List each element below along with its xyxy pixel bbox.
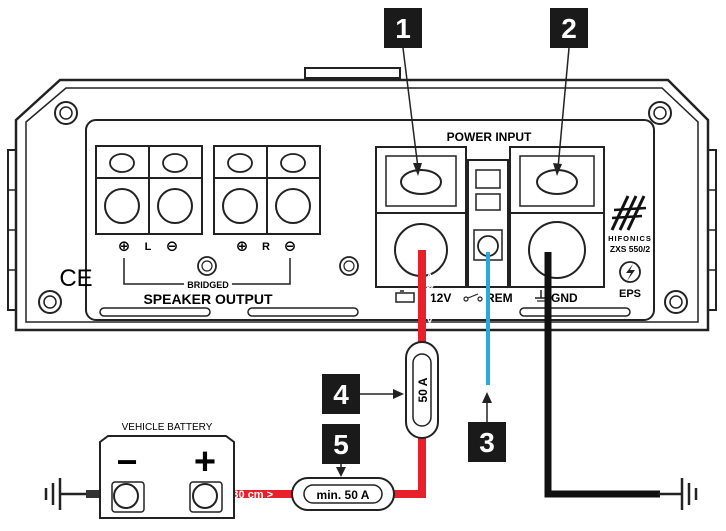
corner-screw-icon [54, 101, 78, 125]
speaker-terminal-block-left [95, 145, 203, 235]
power-terminal-gnd [509, 146, 605, 288]
fuse-main [291, 477, 395, 511]
power-input-label: POWER INPUT [447, 130, 532, 144]
vehicle-battery [99, 435, 235, 519]
callout-2-arrow [557, 47, 570, 169]
power-terminal-rem [467, 159, 509, 288]
terminal-gnd-label: GND [551, 291, 578, 305]
plus-icon: ⊕ [236, 238, 249, 255]
ground-symbol-left-icon [44, 478, 86, 510]
ground-wire-amplifier [544, 252, 660, 498]
eps-label: EPS [619, 288, 641, 300]
ce-mark-icon: CE [59, 265, 92, 292]
ground-symbol-right-icon [658, 478, 698, 510]
bridged-bracket [123, 258, 291, 285]
terminal-rem-label: REM [486, 291, 513, 305]
fuse-main-rating: min. 50 A [317, 488, 370, 502]
hifonics-logo-icon [610, 195, 647, 231]
corner-screw-icon [648, 101, 672, 125]
cable-length-vertical-label: < 30 cm > [423, 273, 435, 323]
callout-1: 1 [395, 13, 411, 44]
speaker-output-label: SPEAKER OUTPUT [143, 291, 273, 307]
callout-box-4 [322, 374, 360, 414]
bridged-label: BRIDGED [187, 280, 229, 290]
plus-icon: ⊕ [118, 238, 131, 255]
right-channel-label: R [262, 241, 270, 253]
callout-box-1 [384, 8, 422, 48]
corner-screw-icon [38, 290, 62, 314]
brand-name: HIFONICS [608, 234, 652, 243]
callout-1-arrow [402, 47, 419, 169]
terminal-12v-label: 12V [430, 291, 451, 305]
callout-3: 3 [479, 427, 495, 458]
battery-title: VEHICLE BATTERY [122, 422, 213, 433]
eps-lightning-icon [619, 261, 641, 283]
callout-box-2 [550, 8, 588, 48]
callout-box-3 [468, 422, 506, 462]
power-wire [204, 250, 426, 498]
battery-symbol-icon [395, 290, 415, 303]
left-channel-label: L [145, 241, 152, 253]
model-name: ZXS 550/2 [610, 244, 650, 254]
battery-minus-icon: − [116, 441, 137, 482]
fuse-near-amplifier-rating: 50 A [416, 377, 430, 402]
speaker-terminal-block-right [213, 145, 321, 235]
cable-length-horizontal-label: < 30 cm > [223, 489, 273, 501]
panel-screw-icon [339, 256, 359, 276]
minus-icon: ⊖ [284, 238, 297, 255]
callout-5: 5 [333, 429, 349, 460]
callout-box-5 [322, 424, 360, 464]
battery-plus-icon: + [194, 441, 216, 483]
corner-screw-icon [664, 290, 688, 314]
panel-screw-icon [197, 256, 217, 276]
callout-2: 2 [561, 13, 577, 44]
switch-symbol-icon [463, 293, 483, 302]
callout-4: 4 [333, 379, 349, 410]
minus-icon: ⊖ [166, 238, 179, 255]
fuse-near-amplifier [405, 341, 439, 439]
